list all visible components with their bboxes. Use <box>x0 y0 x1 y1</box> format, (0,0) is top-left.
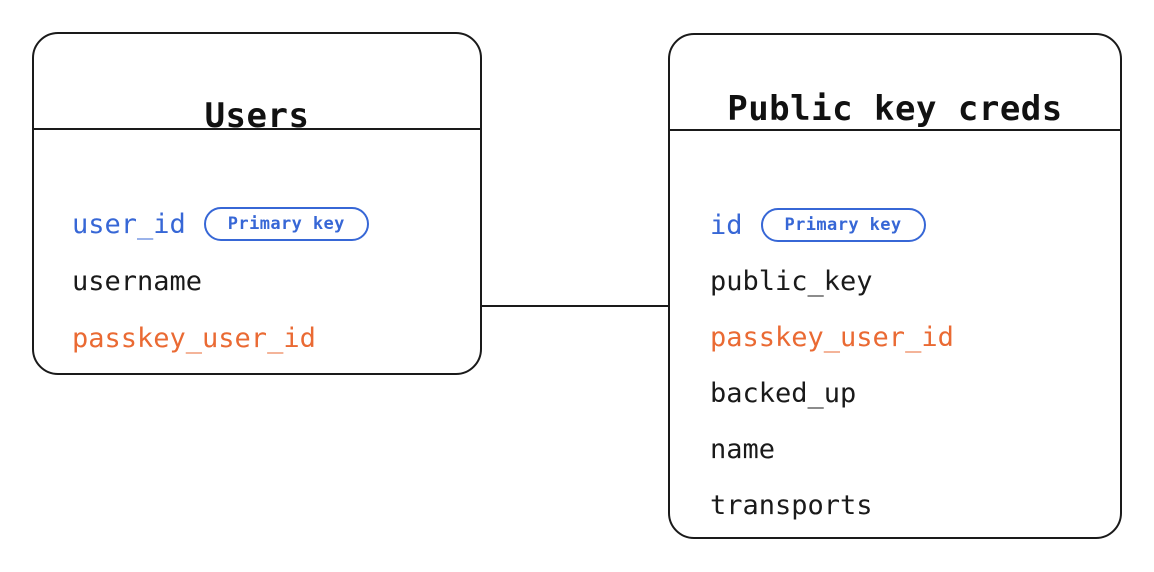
field-name: user_id <box>72 208 186 240</box>
primary-key-badge: Primary key <box>760 208 926 242</box>
field-row[interactable]: passkey_user_id <box>670 319 954 355</box>
field-name: public_key <box>710 265 873 297</box>
field-name: passkey_user_id <box>710 321 954 353</box>
field-row[interactable]: transports <box>670 487 873 523</box>
field-name: username <box>72 265 203 297</box>
relationship-line-users-public-key-creds <box>481 305 670 307</box>
entity-title-public-key-creds: Public key creds <box>727 89 1063 129</box>
entity-header-divider <box>34 128 480 130</box>
field-name: name <box>710 433 776 465</box>
field-row[interactable]: user_id Primary key <box>34 206 369 242</box>
field-row[interactable]: backed_up <box>670 375 856 411</box>
field-row[interactable]: name <box>670 431 775 467</box>
field-row[interactable]: username <box>34 263 202 299</box>
field-name: transports <box>710 489 873 521</box>
field-row[interactable]: id Primary key <box>670 207 926 243</box>
entity-box-public-key-creds[interactable]: Public key creds id Primary key public_key… <box>668 33 1122 539</box>
field-row[interactable]: passkey_user_id <box>34 320 316 356</box>
entity-header-divider <box>670 129 1120 131</box>
field-name: id <box>710 209 743 241</box>
field-name: backed_up <box>710 377 857 409</box>
primary-key-badge: Primary key <box>203 207 369 241</box>
field-name: passkey_user_id <box>72 322 316 354</box>
field-row[interactable]: public_key <box>670 263 873 299</box>
entity-title-users: Users <box>204 96 310 136</box>
